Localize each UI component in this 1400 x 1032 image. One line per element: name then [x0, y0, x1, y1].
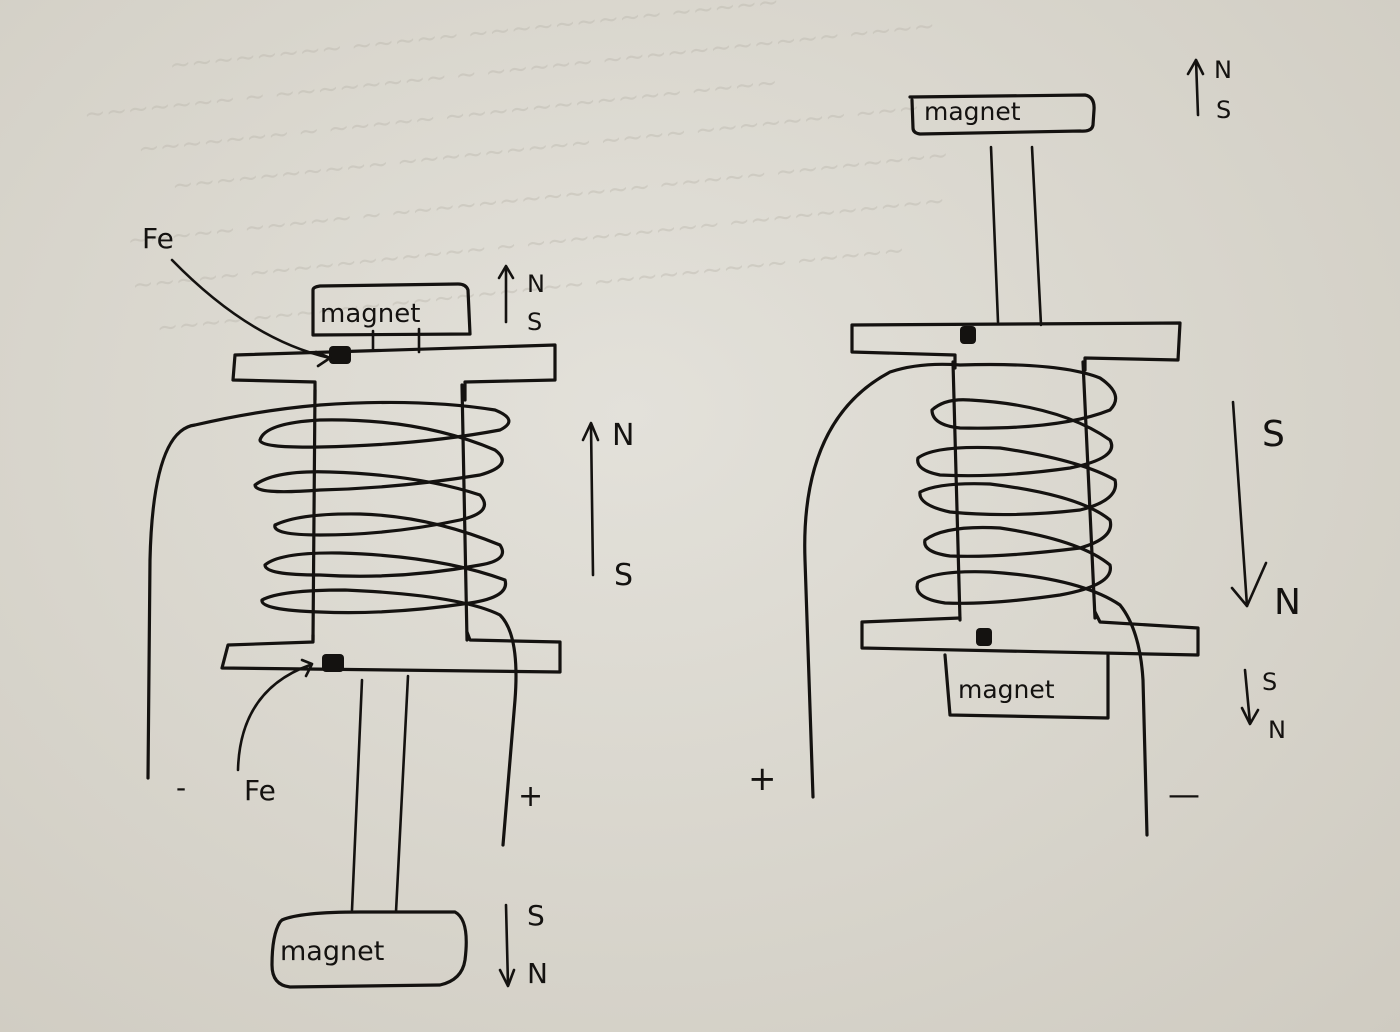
right-core-right-edge [1081, 360, 1097, 620]
left-fe-bottom-dot [322, 654, 344, 672]
left-electromagnet-diagram: magnet magnet Fe Fe - + [142, 222, 634, 990]
down-arrow-icon [1243, 668, 1252, 725]
left-top-flange [231, 343, 557, 402]
right-bottom-arrow-tail-label: S [1262, 668, 1277, 696]
right-fe-bottom-dot [976, 628, 992, 646]
arrowhead-icon [1230, 561, 1268, 608]
right-core-field-arrow: S N [1230, 400, 1301, 623]
left-bottom-magnet-box [270, 910, 468, 989]
right-coil-winding [803, 362, 1149, 837]
left-bottom-arrow-tail-label: S [527, 899, 545, 932]
arrowhead-icon [1186, 58, 1205, 76]
left-fe-bottom-pointer-head [300, 658, 314, 678]
right-bottom-arrow-head-label: N [1268, 716, 1286, 744]
right-rod-right [1030, 145, 1043, 327]
left-bottom-flange [220, 630, 562, 674]
right-fe-top-dot [960, 326, 976, 344]
left-plus-terminal-label: + [518, 779, 543, 814]
left-top-magnet-label: magnet [320, 299, 420, 329]
right-bottom-magnet: magnet [943, 653, 1110, 720]
left-core-arrow-tail-label: S [614, 558, 633, 593]
left-fe-top-label: Fe [142, 222, 174, 255]
left-rod-left [350, 678, 364, 912]
right-core-left-edge [951, 360, 962, 622]
right-top-arrow-head-label: N [1214, 56, 1232, 84]
right-core-arrow-head-label: N [1274, 582, 1301, 623]
right-top-magnet: magnet [908, 93, 1096, 136]
arrowhead-icon [1240, 706, 1260, 726]
left-fe-top-pointer [170, 258, 332, 360]
left-fe-bottom-pointer [236, 663, 312, 772]
left-fe-top-dot [329, 346, 351, 364]
arrowhead-icon [497, 264, 515, 280]
left-core-arrow-head-label: N [612, 418, 634, 453]
left-top-arrow-tail-label: S [527, 308, 542, 336]
right-top-arrow-tail-label: S [1216, 96, 1231, 124]
left-core-field-arrow: N S [581, 418, 634, 593]
right-top-magnet-box [908, 93, 1096, 136]
right-bottom-magnet-box [943, 653, 1110, 720]
left-bottom-magnet: magnet [270, 910, 468, 989]
left-bottom-arrow-head-label: N [527, 957, 548, 990]
left-top-arrow-head-label: N [527, 270, 545, 298]
arrowhead-icon [581, 421, 600, 442]
right-rod-left [989, 145, 1000, 324]
right-top-pole-arrow: N S [1186, 56, 1232, 124]
right-bottom-magnet-label: magnet [958, 675, 1055, 704]
right-minus-terminal-label: — [1168, 775, 1200, 813]
up-arrow-icon [589, 423, 595, 577]
arrowhead-icon [498, 968, 516, 988]
right-top-magnet-label: magnet [924, 97, 1021, 126]
left-bottom-magnet-label: magnet [280, 936, 384, 967]
left-rod-right [394, 674, 410, 914]
left-minus-terminal-label: - [176, 771, 186, 804]
right-plus-terminal-label: + [748, 759, 777, 799]
right-bottom-flange [860, 610, 1200, 657]
left-top-pole-arrow: N S [497, 264, 545, 336]
up-arrow-icon [1194, 58, 1200, 117]
right-bottom-pole-arrow: S N [1240, 668, 1286, 744]
left-fe-bottom-label: Fe [244, 774, 276, 807]
right-core-arrow-tail-label: S [1262, 414, 1285, 455]
right-electromagnet-diagram: magnet magnet + — N S [748, 56, 1301, 837]
left-fe-top-pointer-head [314, 350, 332, 368]
down-arrow-icon [504, 903, 510, 987]
left-coil-winding [146, 400, 518, 847]
left-core-right-edge [460, 383, 469, 642]
right-top-flange [850, 321, 1182, 372]
left-top-magnet-box [311, 282, 472, 337]
left-bottom-pole-arrow: S N [498, 899, 548, 990]
down-arrow-icon [1231, 400, 1249, 608]
left-top-magnet: magnet [311, 282, 472, 354]
